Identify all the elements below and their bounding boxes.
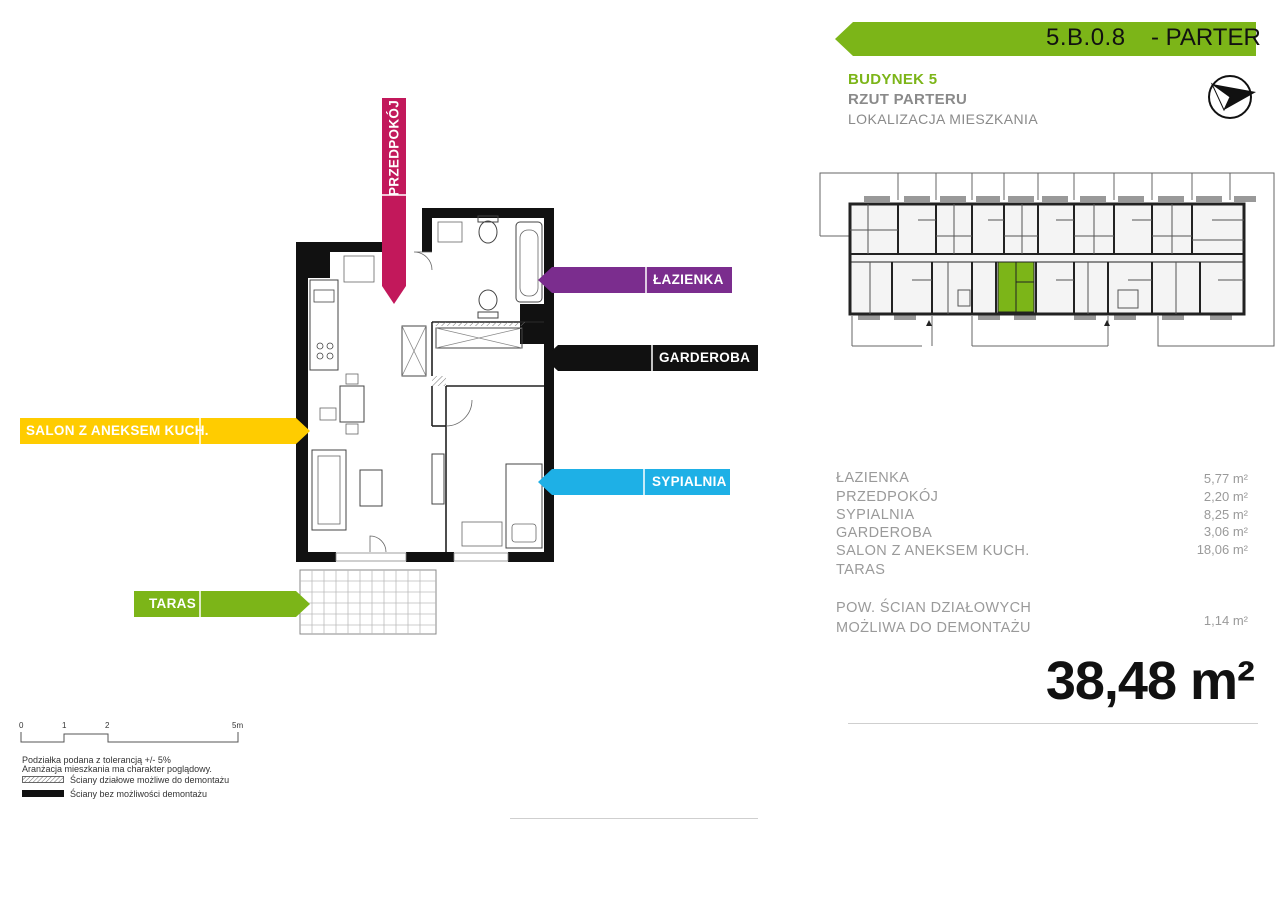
callout-label-salon: SALON Z ANEKSEM KUCH. <box>26 423 209 438</box>
callout-label-garderoba: GARDEROBA <box>659 350 751 365</box>
total-area: 38,48 m² <box>1045 651 1255 711</box>
floor-plan-title: RZUT PARTERU <box>848 91 968 108</box>
callout-arrow-lazienka <box>538 267 732 293</box>
divider <box>848 723 1258 724</box>
scale-bar <box>20 732 239 743</box>
tolerance-note: Podziałka podana z tolerancją +/- 5% <box>22 755 171 765</box>
room-name: SYPIALNIA <box>836 507 915 523</box>
room-area: 8,25 m² <box>1203 507 1248 522</box>
removable-walls-swatch <box>22 776 64 783</box>
room-area: 5,77 m² <box>1203 471 1248 486</box>
fixed-walls-label: Ściany bez możliwości demontażu <box>70 789 208 799</box>
fixed-walls-swatch <box>22 790 64 797</box>
callout-label-taras: TARAS <box>149 596 196 611</box>
room-area: 18,06 m² <box>1196 542 1248 557</box>
removable-walls-label: Ściany działowe możliwe do demontażu <box>70 775 230 785</box>
scale-tick-label: 1 <box>62 721 67 730</box>
partition-label-line1: POW. ŚCIAN DZIAŁOWYCH <box>836 600 1032 616</box>
building-key-plan <box>819 172 1275 347</box>
room-name: TARAS <box>836 562 886 578</box>
location-label: LOKALIZACJA MIESZKANIA <box>848 111 1039 127</box>
building-name: BUDYNEK 5 <box>848 71 938 88</box>
callout-label-przedpokoj: PRZEDPOKÓJ <box>386 99 402 197</box>
partition-area: 1,14 m² <box>1203 613 1248 628</box>
callout-arrow-taras <box>134 591 310 617</box>
scale-tick-label: 0 <box>19 721 24 730</box>
callout-arrow-garderoba <box>544 345 758 371</box>
compass-north-arrow-icon <box>1208 75 1256 119</box>
room-name: PRZEDPOKÓJ <box>836 489 939 505</box>
scale-tick-label: 5m <box>232 721 244 730</box>
callout-arrow-sypialnia <box>538 469 730 495</box>
divider <box>510 818 758 819</box>
callout-label-lazienka: ŁAZIENKA <box>653 272 724 287</box>
room-name: GARDEROBA <box>836 525 933 541</box>
room-name: ŁAZIENKA <box>836 470 910 486</box>
callout-label-sypialnia: SYPIALNIA <box>652 474 727 489</box>
callout-arrow-salon <box>20 418 310 444</box>
unit-floor: - PARTER <box>1151 24 1261 51</box>
unit-banner <box>835 22 1256 56</box>
unit-code: 5.B.0.8 <box>1046 24 1126 51</box>
scale-tick-label: 2 <box>105 721 110 730</box>
room-name: SALON Z ANEKSEM KUCH. <box>836 543 1030 559</box>
arrangement-note: Aranżacja mieszkania ma charakter pogląd… <box>22 764 212 774</box>
partition-label-line2: MOŻLIWA DO DEMONTAŻU <box>836 620 1031 636</box>
room-area: 3,06 m² <box>1203 524 1248 539</box>
room-area: 2,20 m² <box>1203 489 1248 504</box>
apartment-floor-plan <box>296 208 554 635</box>
callout-arrow-przedpokoj <box>382 98 406 304</box>
